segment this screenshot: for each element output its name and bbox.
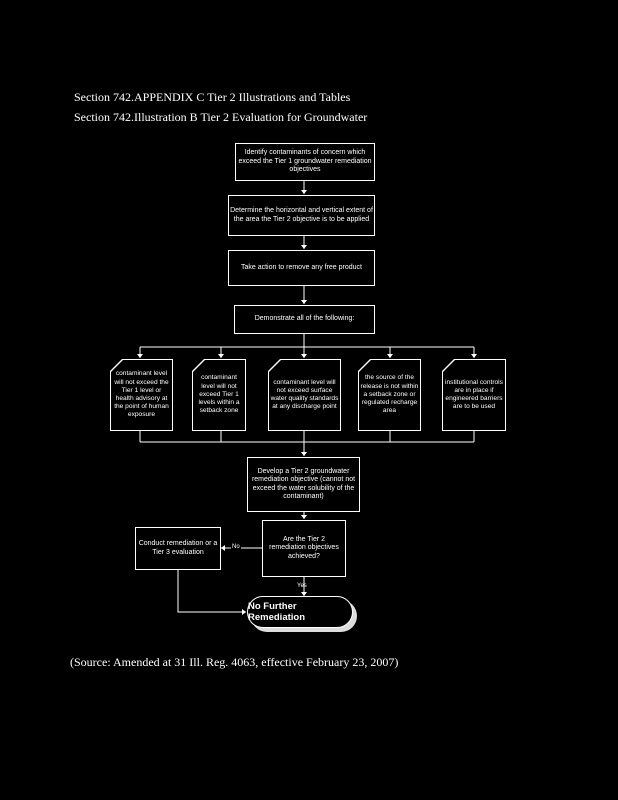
condition-setback-zone: contaminant level will not exceed Tier 1… — [193, 360, 245, 430]
condition-human-exposure: contaminant level will not exceed the Ti… — [111, 360, 172, 430]
condition-frame: contaminant level will not exceed surfac… — [268, 359, 341, 431]
step-demonstrate: Demonstrate all of the following: — [234, 305, 375, 334]
illustration-heading: Section 742.Illustration B Tier 2 Evalua… — [74, 110, 368, 124]
yes-label: Yes — [297, 583, 307, 589]
condition-source-location: the source of the release is not within … — [359, 360, 420, 430]
appendix-heading: Section 742.APPENDIX C Tier 2 Illustrati… — [74, 90, 351, 104]
step-determine-extent: Determine the horizontal and vertical ex… — [228, 195, 375, 236]
terminal-no-further-remediation: No Further Remediation — [247, 596, 353, 628]
step-conduct-remediation: Conduct remediation or a Tier 3 evaluati… — [135, 527, 221, 570]
step-remove-free-product: Take action to remove any free product — [228, 250, 375, 286]
decision-objectives-achieved: Are the Tier 2 remediation objectives ac… — [262, 520, 346, 577]
condition-frame: contaminant level will not exceed the Ti… — [110, 359, 173, 431]
condition-frame: the source of the release is not within … — [358, 359, 421, 431]
condition-institutional-controls: institutional controls are in place if e… — [443, 360, 505, 430]
source-note: (Source: Amended at 31 Ill. Reg. 4063, e… — [70, 655, 399, 669]
condition-surface-water: contaminant level will not exceed surfac… — [269, 360, 340, 430]
condition-frame: contaminant level will not exceed Tier 1… — [192, 359, 246, 431]
step-develop-objective: Develop a Tier 2 groundwater remediation… — [247, 457, 360, 512]
no-label: No — [231, 544, 241, 550]
condition-frame: institutional controls are in place if e… — [442, 359, 506, 431]
step-identify-contaminants: Identify contaminants of concern which e… — [235, 143, 375, 181]
